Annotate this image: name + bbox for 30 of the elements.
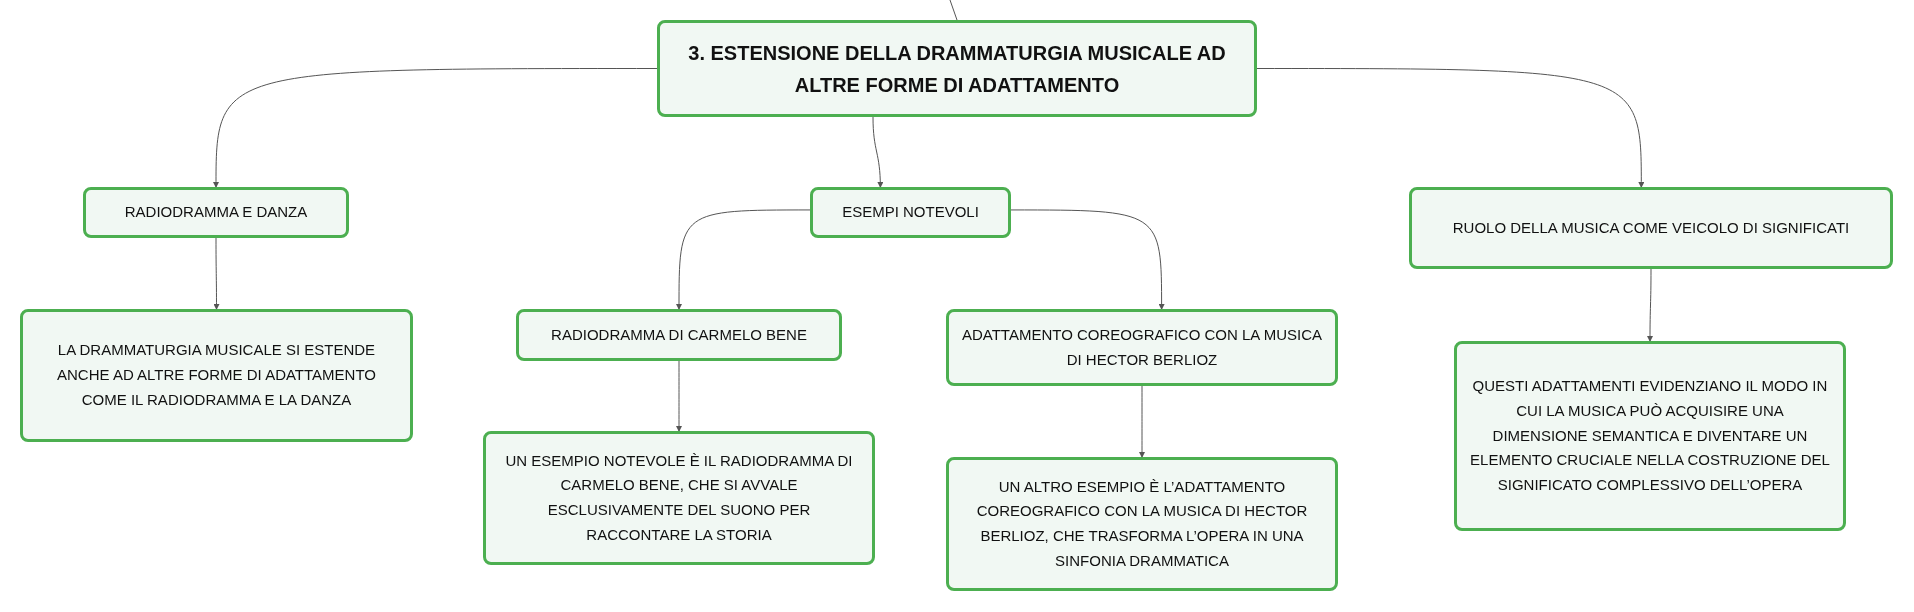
node-text: ESEMPI NOTEVOLI	[842, 202, 979, 223]
node-text: UN ALTRO ESEMPIO È L’ADATTAMENTO COREOGRAFICO CON LA MUSICA DI HECTOR BERLIOZ, CHE TRASFORMA L’OPERA IN UNA SINFONIA DRAMMATICA	[975, 476, 1309, 571]
node-text: ADATTAMENTO COREOGRAFICO CON LA MUSICA DI HECTOR BERLIOZ	[961, 324, 1323, 370]
subtopic-box	[483, 431, 875, 565]
connector	[872, 116, 884, 188]
node-text: RUOLO DELLA MUSICA COME VEICOLO DI SIGNIFICATI	[1452, 217, 1850, 238]
subtopic-box	[20, 309, 413, 442]
connector	[949, 0, 958, 21]
connector	[1256, 68, 1645, 188]
node-text: RADIODRAMMA E DANZA	[124, 202, 308, 223]
connector	[676, 360, 682, 432]
subtopic-box	[83, 187, 349, 238]
node-text: LA DRAMMATURGIA MUSICALE SI ESTENDE ANCHE AD ALTRE FORME DI ADATTAMENTO COME IL RADIODRAMMA E LA DANZA	[56, 340, 377, 410]
subtopic-box	[810, 187, 1011, 238]
subtopic-box	[1409, 187, 1893, 269]
node-text: RADIODRAMMA DI CARMELO BENE	[551, 324, 807, 345]
connector	[1647, 268, 1653, 342]
subtopic-box	[946, 309, 1338, 386]
node-text: QUESTI ADATTAMENTI EVIDENZIANO IL MODO IN CUI LA MUSICA PUÒ ACQUISIRE UNA DIMENSIONE SEMANTICA E DIVENTARE UN ELEMENTO CRUCIALE NELLA COSTRUZIONE DEL SIGNIFICATO COMPLESSIVO DELL’OPERA	[1469, 376, 1831, 496]
connector	[676, 209, 811, 310]
subtopic-box	[516, 309, 842, 361]
subtopic-box	[1454, 341, 1846, 531]
connector	[213, 237, 220, 310]
connector	[1010, 209, 1165, 310]
topic-box	[657, 20, 1257, 117]
connector	[1139, 385, 1145, 458]
subtopic-box	[946, 457, 1338, 591]
node-text: 3. ESTENSIONE DELLA DRAMMATURGIA MUSICALE AD ALTRE FORME DI ADATTAMENTO	[687, 40, 1227, 98]
node-text: UN ESEMPIO NOTEVOLE È IL RADIODRAMMA DI CARMELO BENE, CHE SI AVVALE ESCLUSIVAMENTE DEL SUONO PER RACCONTARE LA STORIA	[504, 450, 854, 545]
connector	[213, 68, 658, 188]
